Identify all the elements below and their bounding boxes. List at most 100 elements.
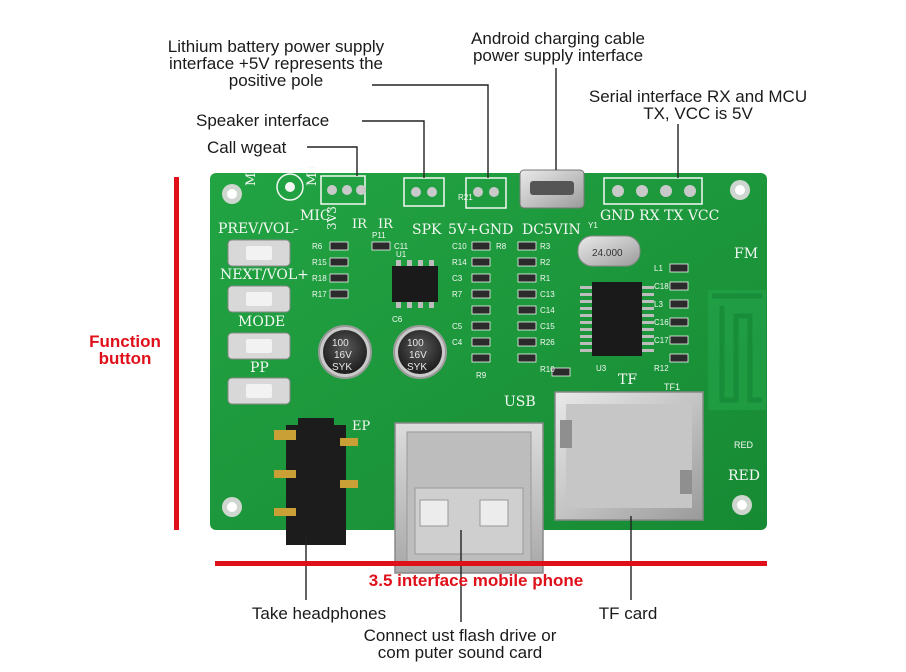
designator-r9: R9 bbox=[476, 371, 487, 380]
designator-u3: U3 bbox=[596, 364, 607, 373]
designator-r7: R7 bbox=[452, 290, 463, 299]
silk-5v-gnd: 5V+GND bbox=[448, 222, 513, 238]
designator-l3: L3 bbox=[654, 300, 663, 309]
designator-r26: R26 bbox=[540, 338, 555, 347]
designator-c16: C16 bbox=[654, 318, 669, 327]
mobile-interface-bracket bbox=[215, 561, 767, 566]
silk-usb: USB bbox=[504, 394, 536, 410]
designator-c14: C14 bbox=[540, 306, 555, 315]
annotation-lithium-battery: Lithium battery power supply interface +… bbox=[140, 38, 412, 89]
function-button-bracket bbox=[174, 177, 179, 530]
annotation-function-line2: button bbox=[98, 349, 152, 368]
designator-r2: R2 bbox=[540, 258, 551, 267]
designator-r12: R12 bbox=[654, 364, 669, 373]
designator-c18: C18 bbox=[654, 282, 669, 291]
silk-tf1: TF1 bbox=[664, 382, 680, 392]
annotation-speaker-interface: Speaker interface bbox=[196, 111, 330, 130]
annotation-function-line1: Function bbox=[89, 332, 161, 351]
silk-spk: SPK bbox=[412, 222, 442, 238]
micro-usb-port bbox=[519, 169, 585, 209]
annotation-take-headphones: Take headphones bbox=[251, 604, 387, 623]
silk-fm: FM bbox=[734, 246, 758, 262]
silk-red: RED bbox=[728, 468, 760, 484]
designator-r15: R15 bbox=[312, 258, 327, 267]
designator-r17: R17 bbox=[312, 290, 327, 299]
antenna bbox=[712, 293, 762, 403]
crystal-oscillator bbox=[577, 235, 641, 267]
silk-mic-plus: M+ bbox=[305, 162, 320, 186]
designator-c10: C10 bbox=[452, 242, 467, 251]
designator-c4: C4 bbox=[452, 338, 463, 347]
designator-r18: R18 bbox=[312, 274, 327, 283]
annotation-tf-card: TF card bbox=[598, 604, 658, 623]
silk-tf: TF bbox=[618, 372, 637, 388]
designator-c15: C15 bbox=[540, 322, 555, 331]
tf-card-slot bbox=[554, 391, 704, 521]
component-designators: R6R15R18R17C11U1C10R14C3R7C5C4R9R8R2R1C1… bbox=[312, 193, 669, 380]
cap2-brand: SYK bbox=[407, 362, 427, 373]
silk-pp: PP bbox=[250, 360, 269, 376]
designator-c11: C11 bbox=[394, 242, 409, 251]
cap2-voltage: 16V bbox=[409, 350, 427, 361]
silk-mic-minus: M- bbox=[244, 168, 259, 186]
annotation-serial-line1: Serial interface RX and MCU bbox=[588, 87, 808, 106]
designator-r3: R3 bbox=[540, 242, 551, 251]
mic-component bbox=[276, 173, 304, 201]
silk-3v3: 3V3 bbox=[325, 206, 339, 230]
designator-u1: U1 bbox=[396, 250, 407, 259]
silk-serial: GND RX TX VCC bbox=[600, 208, 719, 224]
annotation-usb-flash-drive: Connect ust flash drive or com puter sou… bbox=[340, 627, 580, 661]
designator-y1: Y1 bbox=[588, 221, 598, 230]
annotation-lithium-line2: interface +5V represents the bbox=[168, 54, 384, 73]
designator-p11: P11 bbox=[372, 231, 386, 240]
annotation-serial-line2: TX, VCC is 5V bbox=[643, 104, 753, 123]
designator-r10: R10 bbox=[540, 365, 555, 374]
designator-c6: C6 bbox=[392, 315, 403, 324]
silk-next-vol: NEXT/VOL+ bbox=[220, 267, 309, 283]
cap1-voltage: 16V bbox=[334, 350, 352, 361]
annotation-usb-line2: com puter sound card bbox=[377, 643, 543, 662]
annotation-android-charging: Android charging cable power supply inte… bbox=[440, 30, 676, 64]
designator-r1: R1 bbox=[540, 274, 551, 283]
silk-ir-1: IR bbox=[352, 217, 368, 232]
annotation-mobile-interface: 3.5 interface mobile phone bbox=[368, 571, 584, 590]
annotation-lithium-line1: Lithium battery power supply bbox=[167, 37, 385, 56]
silkscreen-text: M- M+ MIC 3V3 IR IR SPK 5V+GND DC5VIN GN… bbox=[218, 162, 760, 484]
tact-buttons bbox=[227, 239, 291, 405]
leader-lines bbox=[305, 68, 679, 622]
cap1-brand: SYK bbox=[332, 362, 352, 373]
power-header bbox=[465, 177, 507, 209]
silk-prev-vol: PREV/VOL- bbox=[218, 221, 299, 237]
designator-r21: R21 bbox=[458, 193, 473, 202]
serial-header bbox=[603, 177, 703, 205]
designator-c13: C13 bbox=[540, 290, 555, 299]
annotation-usb-line1: Connect ust flash drive or bbox=[363, 626, 557, 645]
annotation-android-line2: power supply interface bbox=[472, 46, 644, 65]
annotation-call-wgeat: Call wgeat bbox=[207, 138, 287, 157]
mic-ir-header bbox=[320, 175, 366, 205]
designator-c3: C3 bbox=[452, 274, 463, 283]
silk-dc5vin: DC5VIN bbox=[522, 222, 581, 238]
silk-mode: MODE bbox=[238, 314, 285, 330]
designator-r14: R14 bbox=[452, 258, 467, 267]
annotation-serial-interface: Serial interface RX and MCU TX, VCC is 5… bbox=[560, 88, 836, 122]
silk-ir-2: IR bbox=[378, 217, 394, 232]
cap2-value: 100 bbox=[407, 338, 424, 349]
designator-c17: C17 bbox=[654, 336, 669, 345]
silk-crystal: 24.000 bbox=[592, 248, 623, 259]
designator-r6: R6 bbox=[312, 242, 323, 251]
silk-ep: EP bbox=[352, 419, 370, 434]
annotation-function-button: Function button bbox=[78, 333, 172, 367]
chip-u3 bbox=[580, 282, 654, 356]
annotation-android-line1: Android charging cable bbox=[471, 29, 645, 48]
capacitors bbox=[318, 325, 447, 379]
designator-l1: L1 bbox=[654, 264, 663, 273]
silk-mic: MIC bbox=[300, 208, 331, 224]
silk-red-small: RED bbox=[734, 440, 754, 450]
designator-r8: R8 bbox=[496, 242, 507, 251]
cap1-value: 100 bbox=[332, 338, 349, 349]
usb-a-port bbox=[394, 422, 544, 574]
headphone-jack bbox=[274, 418, 358, 545]
